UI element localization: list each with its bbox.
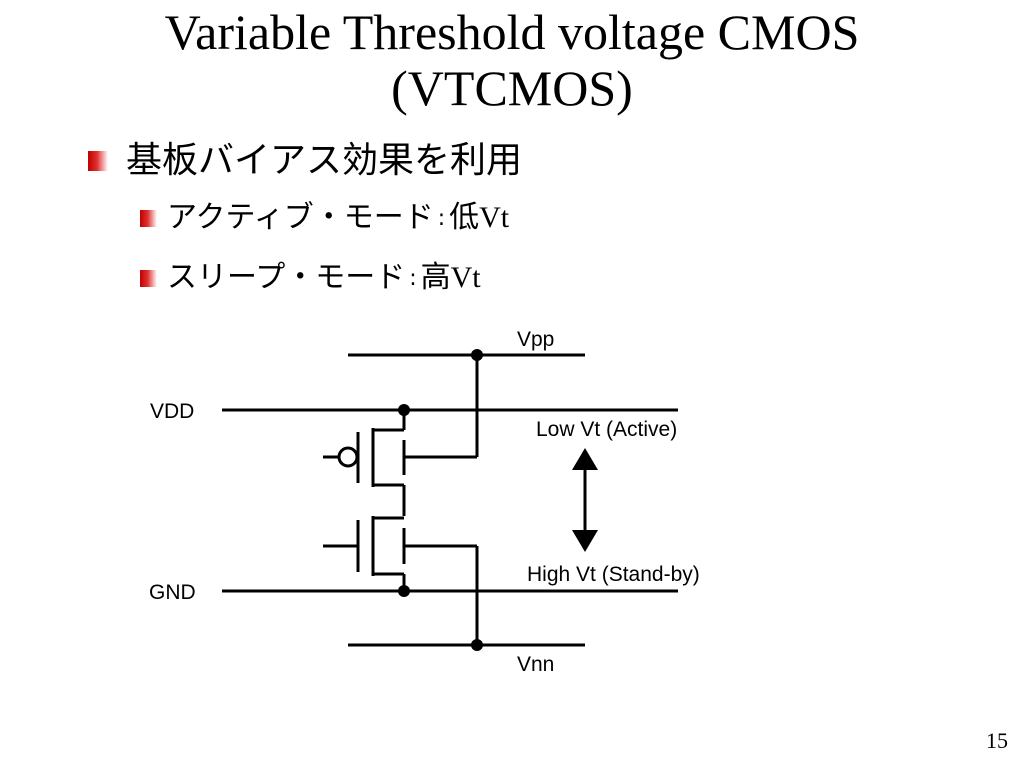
- sleep-mode-separator: :: [409, 265, 417, 291]
- title-line-1: Variable Threshold voltage CMOS: [164, 4, 860, 60]
- high-vt-standby-label: High Vt (Stand-by): [527, 563, 700, 586]
- sleep-mode-vt: Vt: [450, 261, 481, 294]
- vtcmos-circuit-diagram: Vpp VDD Low Vt (Active) High Vt (Stand-b…: [149, 328, 700, 676]
- active-mode-value: 低: [449, 200, 480, 235]
- arrow-up-head: [572, 448, 598, 470]
- bullet-square-icon: [140, 269, 157, 287]
- gnd-label: GND: [149, 581, 196, 604]
- arrow-down-head: [572, 530, 598, 552]
- gnd-junction-dot: [398, 585, 410, 597]
- pmos-transistor: [323, 410, 477, 516]
- vpp-label: Vpp: [517, 328, 554, 351]
- vdd-label: VDD: [150, 400, 194, 423]
- title-line-2: (VTCMOS): [391, 60, 633, 116]
- sleep-mode-label: スリープ・モード: [167, 260, 406, 295]
- low-vt-active-label: Low Vt (Active): [536, 418, 677, 441]
- vdd-junction-dot: [398, 404, 410, 416]
- sleep-mode-value: 高: [420, 260, 451, 295]
- vnn-label: Vnn: [517, 653, 554, 676]
- bullet-square-icon: [88, 151, 108, 171]
- active-mode-separator: :: [437, 205, 446, 231]
- bullet-main: 基板バイアス効果を利用: [88, 138, 522, 184]
- vpp-junction-dot: [471, 349, 483, 361]
- bullet-main-text: 基板バイアス効果を利用: [126, 140, 523, 181]
- vnn-junction-dot: [471, 639, 483, 651]
- slide-title: Variable Threshold voltage CMOS (VTCMOS): [0, 4, 1024, 116]
- page-number: 15: [986, 728, 1008, 753]
- active-mode-label: アクティブ・モード: [167, 200, 434, 235]
- active-mode-vt: Vt: [479, 201, 510, 234]
- nmos-transistor: [323, 516, 477, 591]
- pmos-gate-bubble: [337, 446, 359, 468]
- bullet-square-icon: [140, 209, 157, 227]
